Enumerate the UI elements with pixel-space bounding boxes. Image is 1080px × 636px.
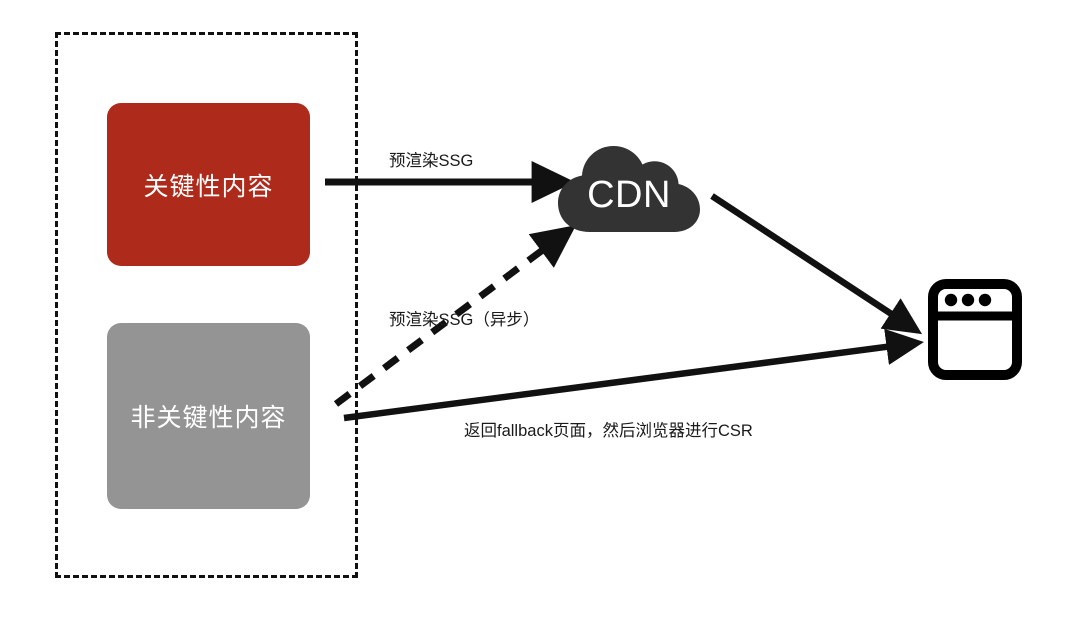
edge-label-prerender-ssg: 预渲染SSG [389, 152, 474, 170]
node-noncritical-content[interactable]: 非关键性内容 [107, 323, 310, 509]
edge-label-fallback-csr: 返回fallback页面，然后浏览器进行CSR [464, 422, 753, 440]
node-critical-content[interactable]: 关键性内容 [107, 103, 310, 266]
node-cdn[interactable]: CDN [556, 140, 702, 236]
node-browser[interactable] [928, 279, 1022, 380]
edge-cdn-to-browser [710, 193, 923, 335]
edge-noncritical-to-cdn [333, 225, 577, 407]
node-noncritical-content-label: 非关键性内容 [130, 404, 287, 432]
edge-noncritical-to-browser [343, 328, 924, 422]
edge-label-prerender-ssg-async: 预渲染SSG（异步） [389, 311, 540, 329]
node-critical-content-label: 关键性内容 [143, 172, 274, 201]
browser-window-icon [928, 279, 1022, 380]
dashed-group-frame [55, 32, 358, 578]
cloud-icon [558, 146, 700, 232]
